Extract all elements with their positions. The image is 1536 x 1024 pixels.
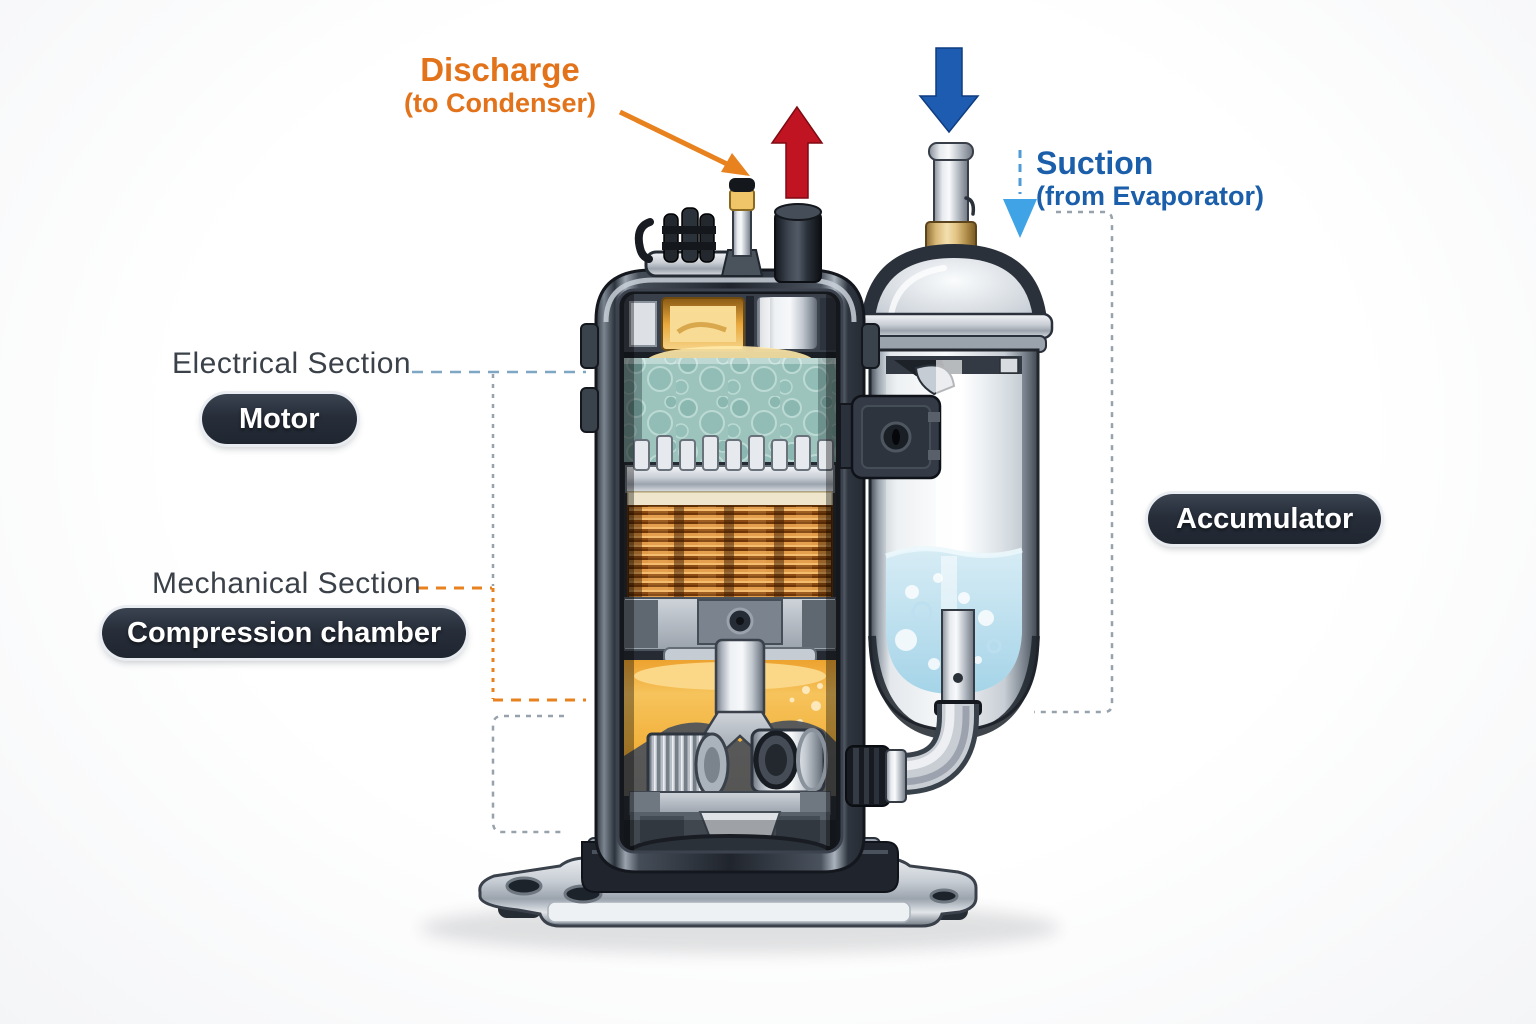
accumulator-outlet-stub — [941, 609, 975, 707]
electrical-terminals — [634, 207, 716, 263]
discharge-port — [720, 178, 764, 277]
discharge-label: Discharge (to Condenser) — [370, 51, 630, 119]
suction-entry-arrow-icon — [1003, 199, 1037, 238]
suction-subtitle: (from Evaporator) — [1036, 181, 1265, 211]
accumulator-badge: Accumulator — [1148, 494, 1382, 544]
bolt-hole — [505, 876, 543, 896]
accumulator-illustration — [854, 142, 1054, 741]
bolt-hole — [929, 888, 959, 904]
discharge-subtitle: (to Condenser) — [404, 88, 596, 118]
suction-title: Suction — [1036, 145, 1154, 181]
compressor-illustration — [580, 178, 880, 874]
process-tube — [774, 203, 822, 283]
leader-lines — [412, 150, 1114, 834]
discharge-title: Discharge — [420, 51, 580, 88]
mechanical-section-label: Mechanical Section — [152, 567, 422, 600]
suction-elbow-pipe — [845, 704, 979, 807]
discharge-leader-arrow-icon — [721, 153, 750, 176]
crankshaft-assembly — [646, 638, 828, 798]
accumulator-extent-line — [1034, 210, 1114, 714]
compression-chamber-badge: Compression chamber — [102, 608, 467, 658]
electrical-section-label: Electrical Section — [172, 347, 412, 380]
suction-label: Suction (from Evaporator) — [1036, 145, 1265, 212]
compressor-cutaway-interior — [624, 294, 836, 852]
lower-section-bracket-line — [491, 714, 566, 834]
discharge-flow-arrow-icon — [770, 105, 824, 199]
motor-windings — [627, 505, 833, 599]
motor-badge: Motor — [202, 394, 357, 444]
suction-flow-arrow-icon — [918, 47, 980, 134]
discharge-leader-arrow-line — [618, 109, 729, 167]
accumulator-clamp-bracket — [839, 394, 942, 480]
stator-lamination-ring — [625, 435, 835, 507]
